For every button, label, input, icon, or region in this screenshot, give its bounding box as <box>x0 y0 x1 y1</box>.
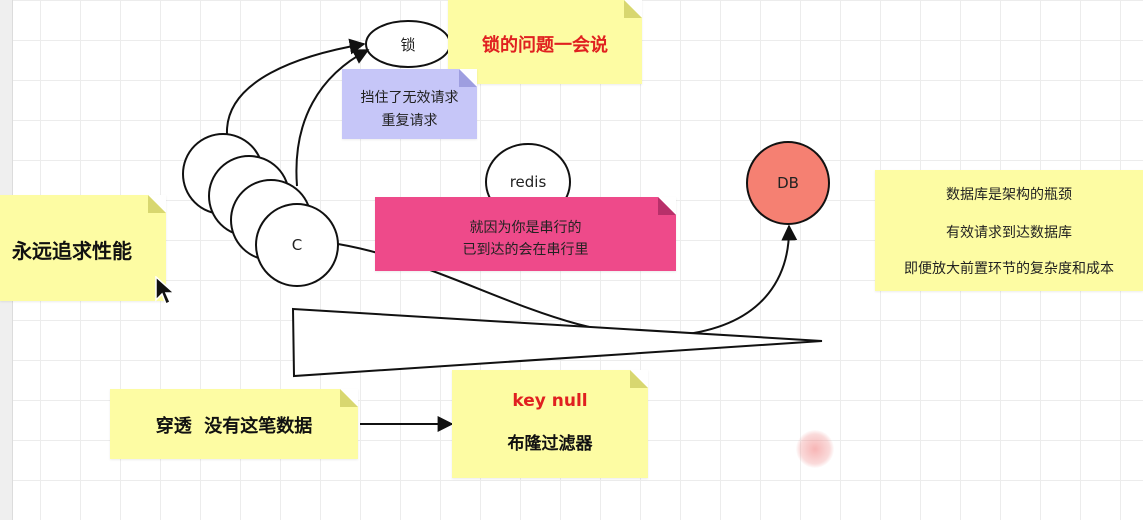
note-key-null-text: key null <box>512 391 588 411</box>
note-blocked-line-1: 挡住了无效请求 <box>360 90 459 106</box>
note-db-line-3: 即便放大前置环节的复杂度和成本 <box>904 261 1114 277</box>
redis-label: redis <box>509 173 547 191</box>
note-performance-text: 永远追求性能 <box>12 239 132 263</box>
arrow-client-to-lock-1 <box>225 38 366 135</box>
note-db-line-2: 有效请求到达数据库 <box>946 225 1072 241</box>
pointer-dot-icon <box>796 430 834 468</box>
note-lock-issue-text: 锁的问题一会说 <box>482 35 608 56</box>
note-performance: 永远追求性能 <box>0 195 166 301</box>
note-penetration-text: 穿透 没有这笔数据 <box>155 416 313 437</box>
funnel-wedge <box>291 307 823 378</box>
mouse-cursor-icon <box>155 276 176 306</box>
note-db-bottleneck: 数据库是架构的瓶颈 有效请求到达数据库 即便放大前置环节的复杂度和成本 <box>875 170 1143 291</box>
note-bloom-filter: key null 布隆过滤器 <box>452 370 648 478</box>
client-label: C <box>291 236 303 254</box>
note-serial-line-2: 已到达的会在串行里 <box>462 242 589 258</box>
note-bloom-text: 布隆过滤器 <box>507 434 593 454</box>
note-blocked-line-2: 重复请求 <box>381 113 438 129</box>
note-penetration: 穿透 没有这笔数据 <box>110 389 358 459</box>
arrow-client-to-lock-2 <box>295 49 370 187</box>
note-lock-issue: 锁的问题一会说 <box>448 0 642 84</box>
note-serial: 就因为你是串行的 已到达的会在串行里 <box>375 197 676 271</box>
db-label: DB <box>777 174 799 192</box>
note-serial-line-1: 就因为你是串行的 <box>469 220 582 236</box>
note-db-line-1: 数据库是架构的瓶颈 <box>946 187 1072 203</box>
note-blocked-requests: 挡住了无效请求 重复请求 <box>342 69 477 139</box>
lock-label: 锁 <box>400 36 416 54</box>
db-circle <box>746 141 830 225</box>
